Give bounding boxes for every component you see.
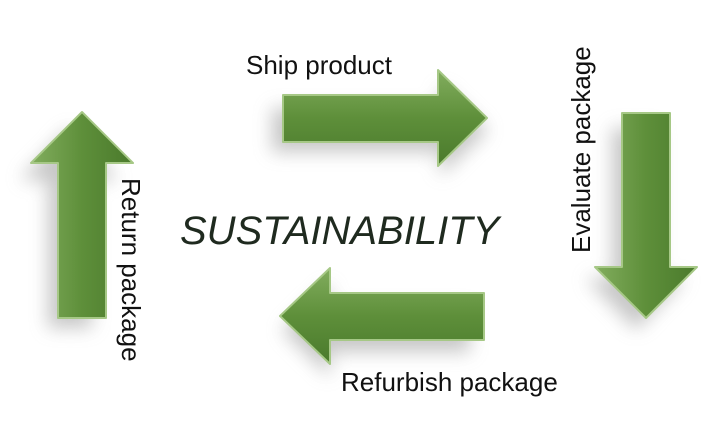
refurbish-package-arrow-shape	[279, 267, 485, 365]
evaluate-package-arrow	[586, 112, 698, 330]
evaluate-package-label: Evaluate package	[566, 46, 596, 253]
ship-product-label: Ship product	[246, 50, 393, 80]
refurbish-package-label: Refurbish package	[341, 367, 558, 397]
return-package-label: Return package	[116, 178, 146, 362]
refurbish-package-arrow	[279, 267, 485, 377]
return-package-arrow	[20, 111, 134, 328]
return-package-arrow-shape	[30, 111, 134, 319]
center-title: SUSTAINABILITY	[180, 209, 503, 253]
ship-product-arrow	[272, 69, 488, 176]
ship-product-arrow-shape	[282, 69, 488, 167]
evaluate-package-arrow-shape	[594, 112, 698, 319]
